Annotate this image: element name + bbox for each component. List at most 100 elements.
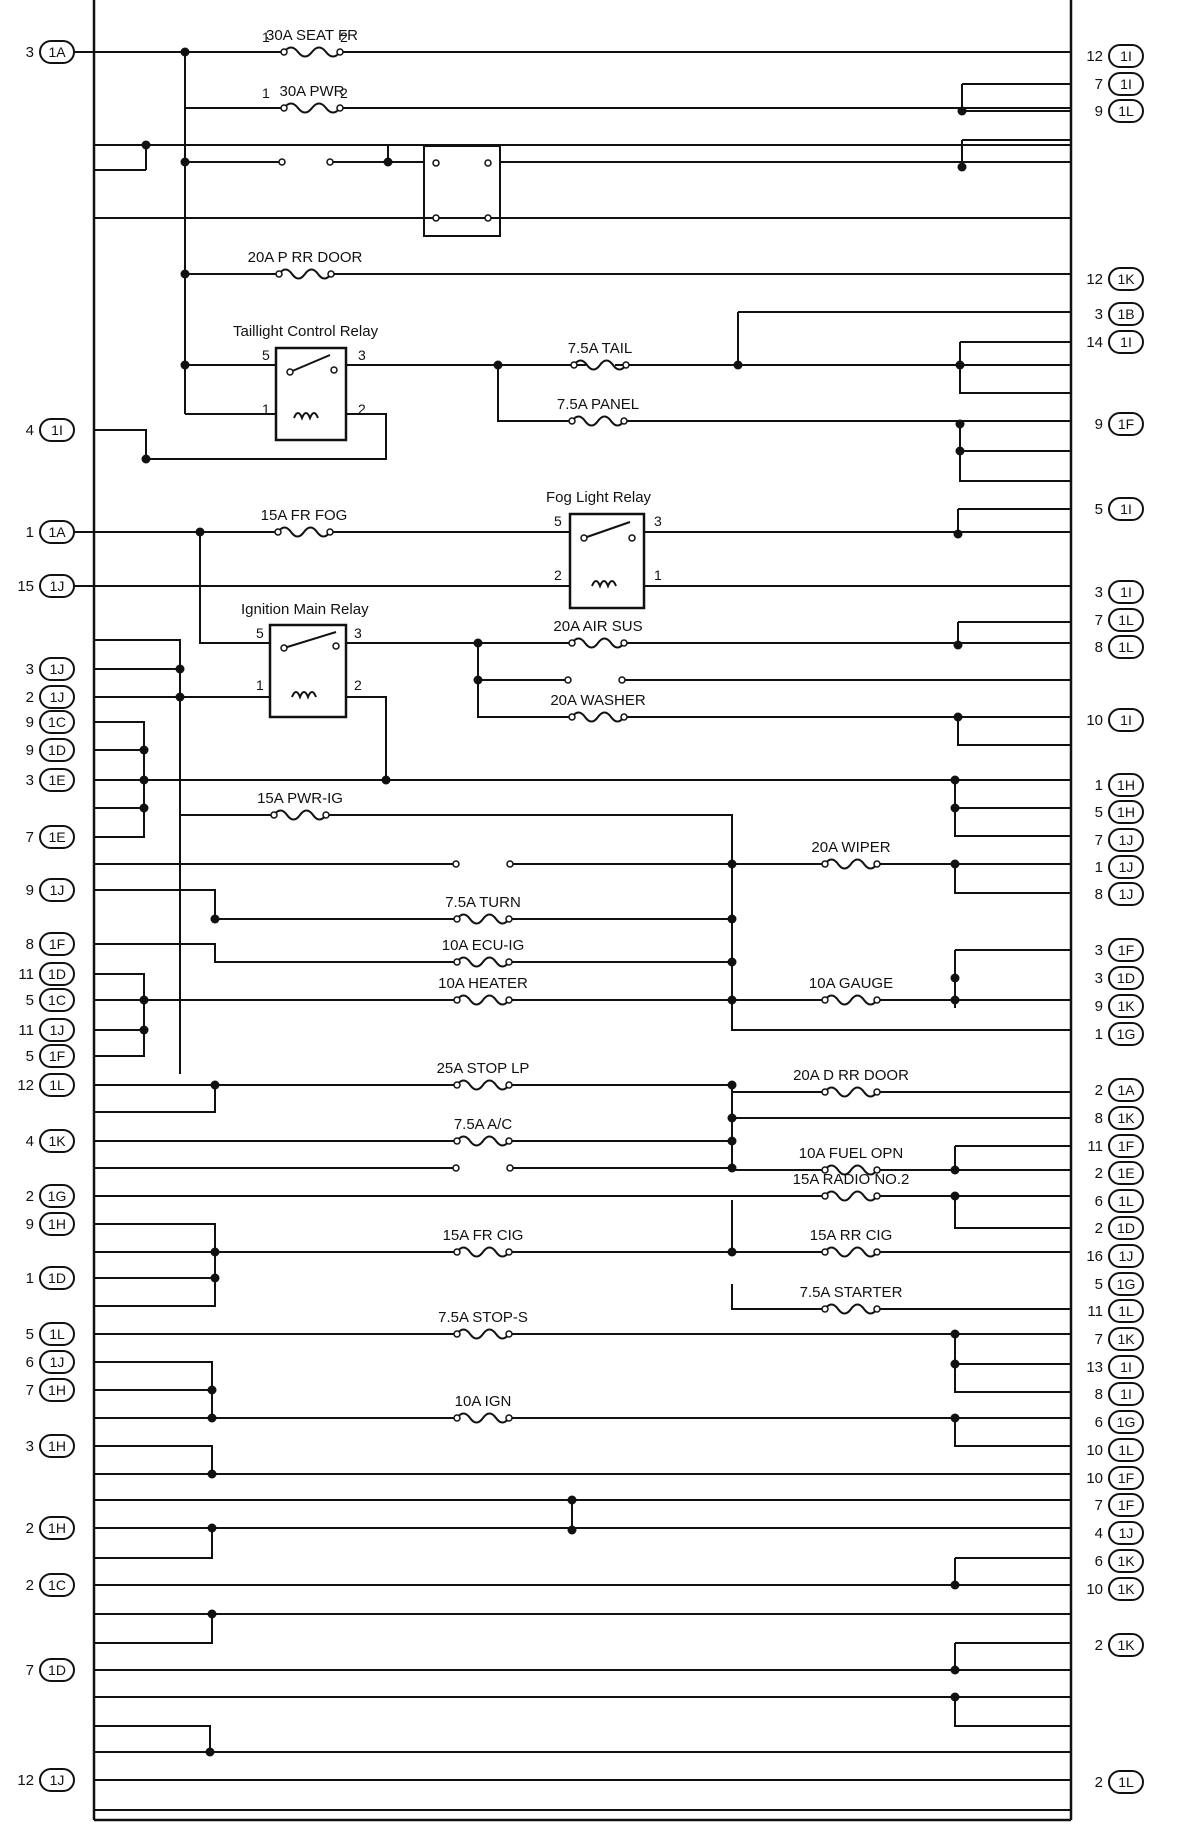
- connector-code: 1F: [1118, 1138, 1134, 1154]
- fuse-icon: [456, 956, 510, 968]
- fuse-icon: [273, 809, 327, 821]
- terminal-pin: 3: [1095, 584, 1103, 601]
- fuse-icon: [571, 637, 625, 649]
- connector-badge: [1108, 1272, 1144, 1296]
- connector-badge: [39, 932, 75, 956]
- terminal-pin: 8: [1095, 886, 1103, 903]
- terminal-pin: 2: [1095, 1165, 1103, 1182]
- connector-badge: [39, 878, 75, 902]
- connector-badge: [39, 962, 75, 986]
- connector-code: 1C: [48, 1577, 66, 1593]
- terminal-pin: 15: [17, 578, 34, 595]
- connector-badge: [1108, 1466, 1144, 1490]
- fuse-terminal: [453, 1414, 461, 1422]
- connector-badge: [1108, 1410, 1144, 1434]
- connector-badge: [39, 1073, 75, 1097]
- fuse-icon: [456, 913, 510, 925]
- terminal-pin: 9: [1095, 998, 1103, 1015]
- fuse-label: 25A STOP LP: [437, 1060, 530, 1077]
- relay-label-ignition-main: Ignition Main Relay: [241, 601, 369, 618]
- fuse-label: 7.5A PANEL: [557, 396, 639, 413]
- terminal-pin: 12: [17, 1077, 34, 1094]
- connector-code: 1L: [1118, 1303, 1134, 1319]
- connector-code: 1J: [50, 661, 65, 677]
- connector-code: 1G: [1117, 1026, 1136, 1042]
- fuse-terminal: [326, 528, 334, 536]
- relay-pin: 1: [262, 401, 270, 417]
- relay-pin: 1: [654, 567, 662, 583]
- relay-pin: 5: [262, 347, 270, 363]
- connector-badge: [39, 520, 75, 544]
- terminal-pin: 2: [1095, 1637, 1103, 1654]
- fuse-pin: 1: [262, 85, 270, 101]
- connector-badge: [1108, 882, 1144, 906]
- fuse-icon: [283, 46, 341, 58]
- connector-code: 1K: [1117, 998, 1135, 1014]
- fuse-terminal: [821, 1248, 829, 1256]
- fuse-label: 7.5A TAIL: [568, 340, 633, 357]
- terminal-pin: 8: [1095, 1110, 1103, 1127]
- connector-code: 1E: [48, 829, 65, 845]
- connector-badge: [1108, 302, 1144, 326]
- fuse-icon: [573, 359, 627, 371]
- connector-badge: [39, 1768, 75, 1792]
- connector-badge: [1108, 330, 1144, 354]
- fuse-label: 10A GAUGE: [809, 975, 893, 992]
- terminal-pin: 2: [1095, 1220, 1103, 1237]
- connector-code: 1E: [48, 772, 65, 788]
- fuse-terminal: [322, 811, 330, 819]
- terminal-pin: 7: [26, 1662, 34, 1679]
- connector-badge: [39, 40, 75, 64]
- connector-badge: [1108, 44, 1144, 68]
- fuse-label: 20A AIR SUS: [553, 618, 642, 635]
- connector-badge: [1108, 828, 1144, 852]
- connector-code: 1I: [1120, 1386, 1132, 1402]
- fuse-label: 7.5A TURN: [445, 894, 521, 911]
- terminal-pin: 3: [26, 772, 34, 789]
- fuse-icon: [277, 526, 331, 538]
- fuse-icon: [824, 994, 878, 1006]
- terminal-pin: 12: [1086, 271, 1103, 288]
- connector-code: 1I: [1120, 501, 1132, 517]
- terminal-pin: 3: [1095, 306, 1103, 323]
- terminal-pin: 1: [1095, 859, 1103, 876]
- terminal-pin: 10: [1086, 1470, 1103, 1487]
- connector-badge: [1108, 1521, 1144, 1545]
- fuse-icon: [824, 1246, 878, 1258]
- connector-badge: [39, 1129, 75, 1153]
- connector-code: 1I: [1120, 1359, 1132, 1375]
- fuse-icon: [283, 102, 341, 114]
- connector-badge: [39, 1658, 75, 1682]
- taillight-control-relay: Taillight Control Relay 5 3 1 2: [233, 323, 379, 442]
- connector-badge: [1108, 966, 1144, 990]
- fuse-terminal: [505, 1137, 513, 1145]
- connector-badge: [39, 1184, 75, 1208]
- connector-code: 1H: [48, 1520, 66, 1536]
- fuse-terminal: [274, 528, 282, 536]
- fuse-terminal: [453, 996, 461, 1004]
- relay-pin: 2: [354, 677, 362, 693]
- fuse-icon: [278, 268, 332, 280]
- terminal-pin: 2: [1095, 1082, 1103, 1099]
- connector-badge: [1108, 1078, 1144, 1102]
- connector-code: 1F: [1118, 942, 1134, 958]
- connector-code: 1J: [1119, 1525, 1134, 1541]
- fuse-terminal: [873, 1305, 881, 1313]
